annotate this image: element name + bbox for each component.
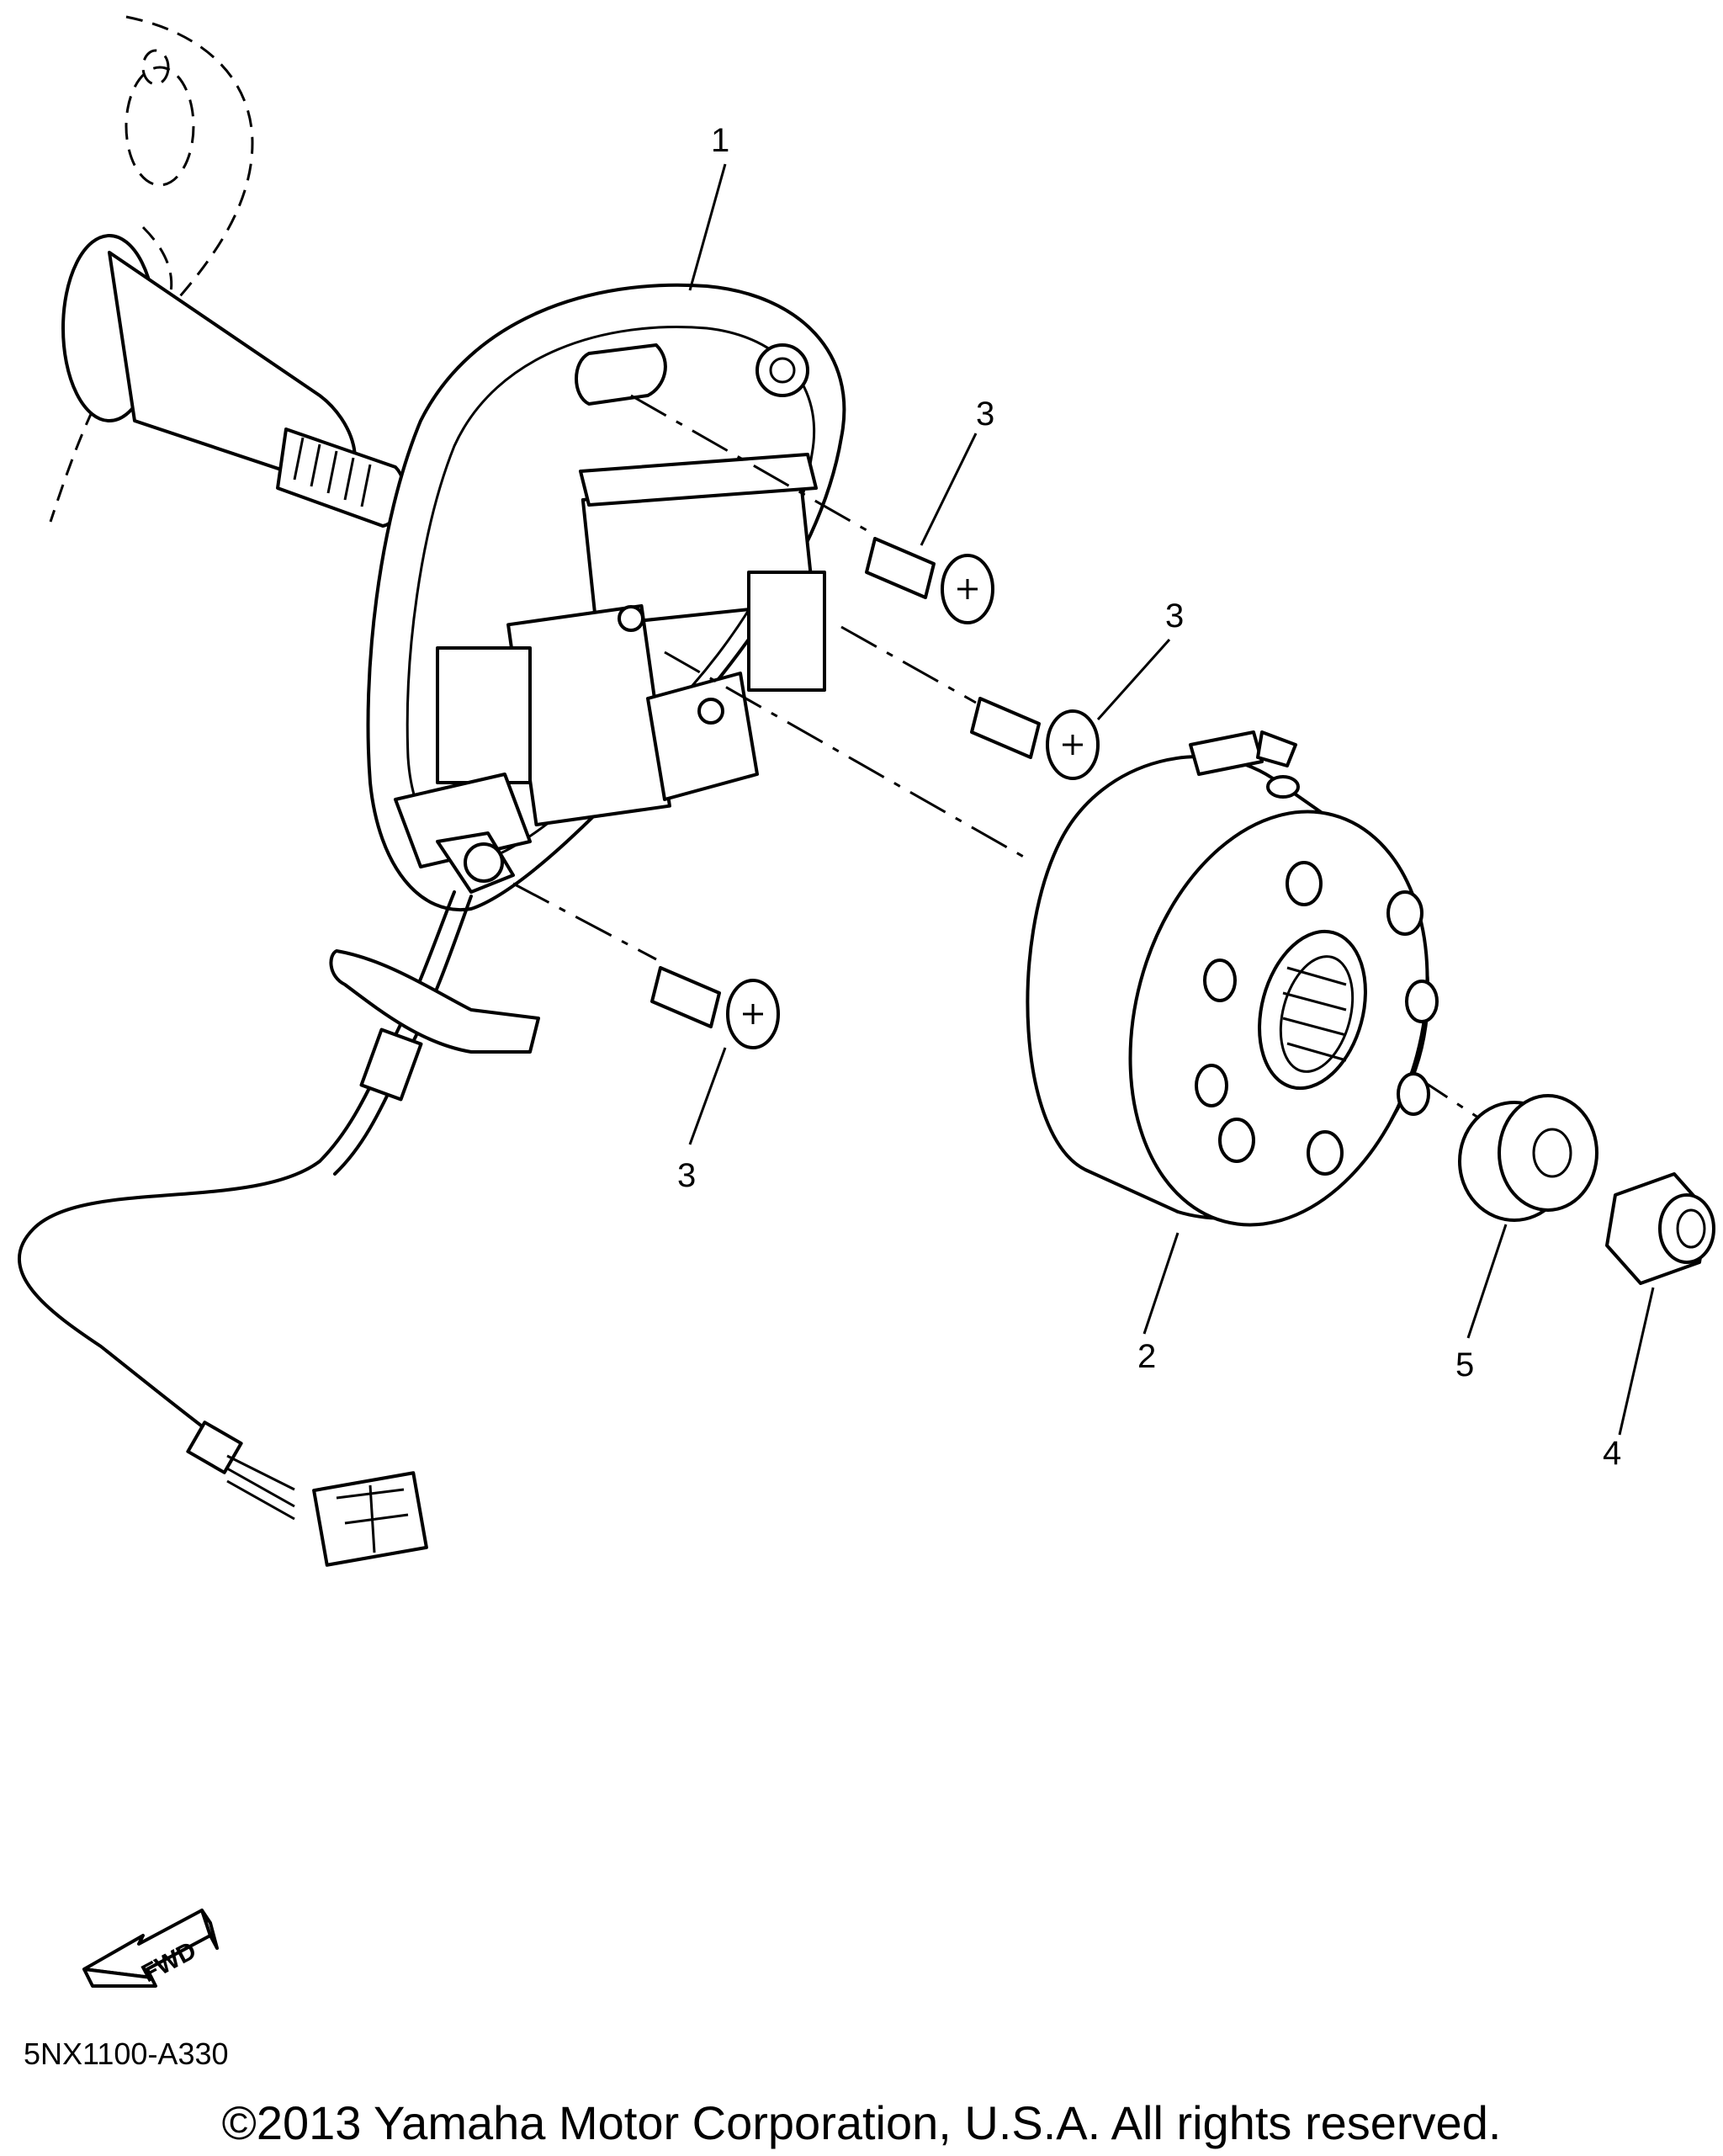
callout-5: 5 (1455, 1346, 1474, 1383)
diagram-part-code: 5NX1100-A330 (24, 2037, 229, 2071)
callout-3-lower: 3 (677, 1157, 696, 1194)
stator-assembly (17, 283, 846, 1567)
stator-bolts (650, 537, 1100, 1049)
copyright-notice: ©2013 Yamaha Motor Corporation, U.S.A. A… (221, 2096, 1502, 2149)
crankshaft-housing (49, 15, 406, 528)
callout-3-middle: 3 (1165, 597, 1184, 635)
rotor-flywheel (1026, 730, 1439, 1227)
fwd-arrow: FWD (82, 1909, 219, 1988)
washer (1458, 1094, 1598, 1222)
callout-1: 1 (711, 122, 729, 159)
nut (1605, 1172, 1715, 1285)
callout-3-upper: 3 (976, 396, 994, 433)
bolt-upper (865, 537, 994, 624)
leader-lines (688, 163, 1655, 1436)
bolt-lower (650, 966, 780, 1049)
callout-4: 4 (1603, 1435, 1621, 1472)
bolt-middle (970, 697, 1100, 780)
callout-2: 2 (1137, 1338, 1156, 1375)
